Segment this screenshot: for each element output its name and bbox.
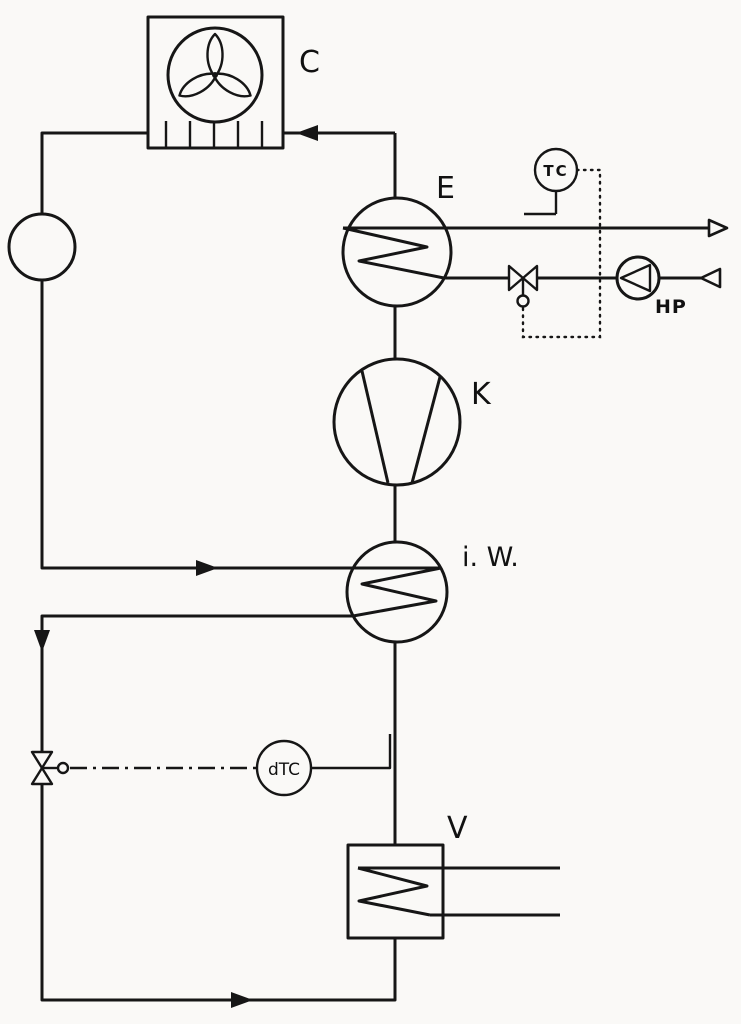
control-valve-symbol [507, 264, 539, 308]
compressor-unit: K [332, 357, 492, 487]
arrow-right-into-iw-icon [196, 560, 218, 576]
hp-pump-unit: HP [615, 255, 687, 318]
valve-bulb-icon [56, 761, 70, 775]
arrow-right-bottom-icon [231, 992, 253, 1008]
iw-coil-zigzag [352, 566, 442, 618]
tc-control-loop: TC [507, 147, 602, 339]
pipe-liquid-line [40, 280, 441, 570]
pipe-bottom-run [40, 784, 397, 1002]
evaporator-coil-zigzag [342, 226, 445, 280]
compressor-circle [332, 357, 462, 487]
secondary-heat-exchanger-unit: V [346, 811, 560, 940]
tc-label: TC [543, 162, 568, 180]
condenser-grille [164, 121, 264, 147]
condenser-unit: C [146, 15, 320, 150]
evaporator-circle [341, 196, 453, 308]
flow-arrows [34, 125, 318, 1008]
hp-label: HP [655, 296, 687, 318]
pump-circle [615, 255, 661, 301]
iw-circle [345, 540, 449, 644]
fan-blades-icon [178, 32, 252, 98]
tc-control-line-dotted [521, 168, 602, 339]
pipe-to-expansion-valve [40, 614, 353, 752]
pump-triangle-icon [619, 263, 652, 293]
compressor-chord-right [410, 376, 442, 484]
arrow-left-into-condenser-icon [296, 125, 318, 141]
open-arrow-left-icon [699, 267, 722, 289]
compressor-chord-left [360, 370, 390, 484]
expansion-valve-symbol [30, 750, 70, 786]
internal-heat-exchanger-unit: i. W. [345, 540, 519, 644]
open-arrow-right-icon [707, 218, 729, 238]
condenser-housing [146, 15, 285, 150]
expansion-valve-control-loop: dTC [30, 734, 392, 797]
receiver-symbol [7, 212, 77, 282]
v-coil-zigzag [357, 866, 431, 917]
arrow-down-liquid-icon [34, 630, 50, 652]
dtc-label: dTC [268, 760, 300, 780]
water-circuit-lines [343, 218, 729, 289]
iw-label: i. W. [462, 542, 519, 573]
evaporator-label: E [436, 171, 455, 206]
pipe-condenser-outlet [40, 131, 148, 214]
dtc-sensor-line [311, 734, 392, 770]
valve-actuator-icon [516, 294, 530, 308]
v-label: V [447, 811, 468, 846]
evaporator-unit: E [341, 171, 455, 308]
condenser-label: C [299, 45, 320, 80]
compressor-label: K [471, 377, 492, 412]
v-housing [346, 843, 445, 940]
refrigerant-piping [40, 131, 441, 1002]
